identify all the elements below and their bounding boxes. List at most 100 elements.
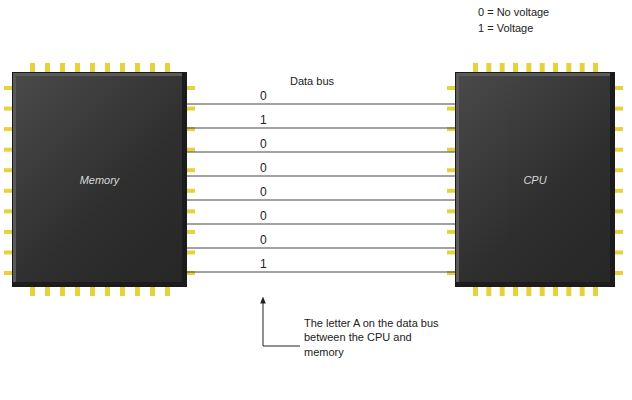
chip-pin [90,287,95,296]
chip-pin [187,250,195,254]
bus-line [187,176,455,177]
chip-pin [150,63,155,72]
chip-pin [4,271,12,275]
bit-value: 0 [258,210,269,222]
chip-pin [4,107,12,111]
chip-pin [615,107,623,111]
chip-pin [45,287,50,296]
chip-pin [187,189,195,193]
chip-pin [187,168,195,172]
chip-pin [4,168,12,172]
callout-leader [263,300,300,346]
chip-pin [580,287,585,296]
chip-pin [615,168,623,172]
bus-line [187,272,455,273]
chip-pin [4,250,12,254]
chip-pin [473,63,478,72]
bit-value: 0 [258,162,269,174]
chip-pin [135,287,140,296]
chip-pin [615,230,623,234]
chip-pin [553,287,558,296]
chip-pin [540,63,545,72]
chip-pin [580,63,585,72]
chip-pin [4,230,12,234]
cpu-chip: CPU [455,72,615,287]
chip-pin [473,287,478,296]
chip-pin [566,63,571,72]
chip-pin [447,209,455,213]
chip-pin [486,63,491,72]
chip-pin [447,168,455,172]
chip-pins [4,63,623,296]
bit-value: 0 [258,138,269,150]
chip-pin [447,230,455,234]
chip-pin [513,287,518,296]
chip-pin [90,63,95,72]
chip-pin [105,63,110,72]
chip-pin [135,63,140,72]
bit-value: 0 [258,90,269,102]
callout-text: The letter A on the data bus between the… [304,316,454,359]
chip-pin [615,250,623,254]
chip-pin [540,287,545,296]
chip-pin [447,107,455,111]
chip-pin [165,287,170,296]
chip-pin [447,148,455,152]
bus-line [187,128,455,129]
chip-pin [615,148,623,152]
bus-label: Data bus [290,74,370,88]
chip-pin [615,189,623,193]
chip-pin [593,63,598,72]
chip-pin [120,287,125,296]
bus-line [187,224,455,225]
bus-line [187,152,455,153]
chip-label: CPU [523,174,546,186]
chip-pin [105,287,110,296]
chip-pin [187,209,195,213]
chip-pin [500,287,505,296]
chip-pin [30,63,35,72]
chip-pin [187,86,195,90]
chip-pin [4,127,12,131]
chip-pin [513,63,518,72]
legend-note: 0 = No voltage [478,5,628,19]
chip-pin [447,86,455,90]
chip-pin [187,148,195,152]
chip-pin [500,63,505,72]
chip-pin [165,63,170,72]
chip-pin [60,287,65,296]
chip-pin [187,230,195,234]
chip-pin [447,250,455,254]
chip-pin [75,63,80,72]
chip-pin [593,287,598,296]
chip-pin [120,63,125,72]
bit-value: 0 [258,186,269,198]
chip-pin [447,189,455,193]
memory-chip: Memory [12,72,187,287]
chip-pin [30,287,35,296]
chip-pin [526,287,531,296]
chip-pin [4,148,12,152]
bus-line [187,200,455,201]
bit-value: 1 [258,114,269,126]
chip-pin [566,287,571,296]
chip-pin [150,287,155,296]
chip-pin [4,86,12,90]
chip-pin [615,127,623,131]
bus-line [187,104,455,105]
chip-pin [615,86,623,90]
bit-value: 1 [258,258,269,270]
chip-pin [553,63,558,72]
chip-pin [4,189,12,193]
bus-line [187,248,455,249]
chip-label: Memory [80,174,120,186]
chip-pin [526,63,531,72]
chip-pin [75,287,80,296]
chip-pin [60,63,65,72]
bit-value: 0 [258,234,269,246]
chip-pin [187,107,195,111]
chip-pin [486,287,491,296]
chip-pin [615,271,623,275]
chip-pin [615,209,623,213]
